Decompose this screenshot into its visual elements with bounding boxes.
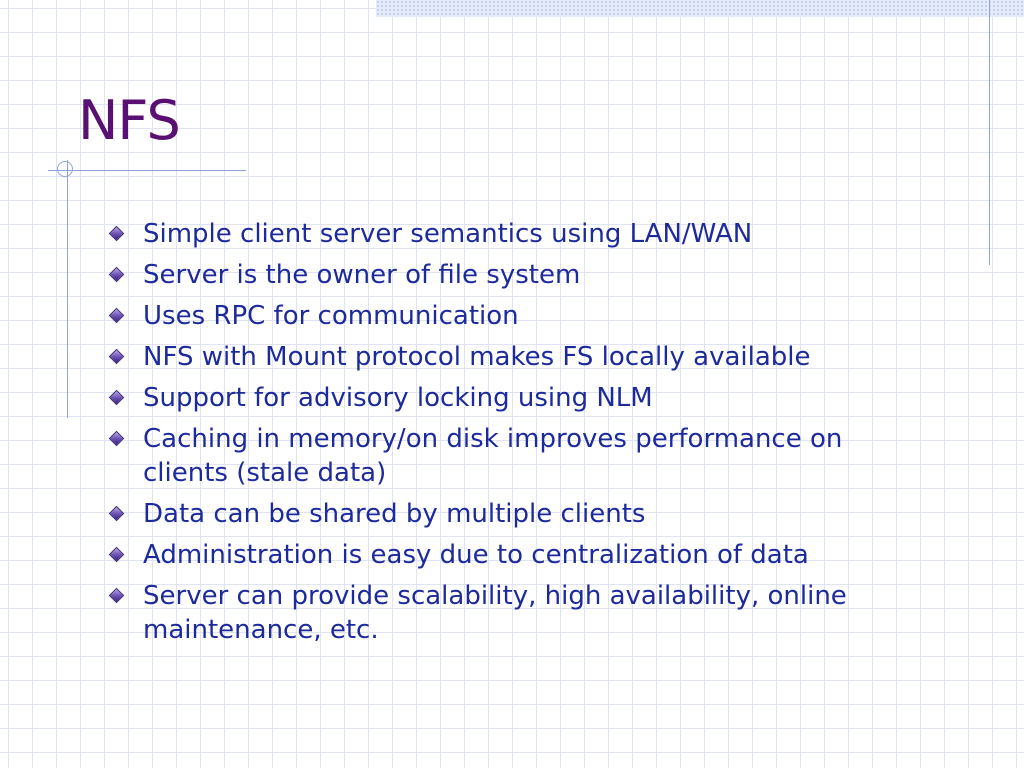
- diamond-bullet-icon: [108, 307, 125, 324]
- bullet-text: Simple client server semantics using LAN…: [143, 219, 753, 249]
- bullet-item: Server is the owner of file system: [108, 258, 898, 292]
- bullet-item: Uses RPC for communication: [108, 299, 898, 333]
- title-underline-rule: [48, 170, 246, 171]
- bullet-text: NFS with Mount protocol makes FS locally…: [143, 342, 811, 372]
- bullet-text: Uses RPC for communication: [143, 301, 519, 331]
- bullet-item: Administration is easy due to centraliza…: [108, 538, 898, 572]
- rule-ring-ornament: [57, 161, 73, 177]
- bullet-item: NFS with Mount protocol makes FS locally…: [108, 340, 898, 374]
- top-decorative-band: [376, 0, 1024, 17]
- bullet-text: Data can be shared by multiple clients: [143, 499, 646, 529]
- bullet-text: Caching in memory/on disk improves perfo…: [143, 424, 843, 488]
- diamond-bullet-icon: [108, 587, 125, 604]
- diamond-bullet-icon: [108, 389, 125, 406]
- diamond-bullet-icon: [108, 430, 125, 447]
- bullet-text: Server can provide scalability, high ava…: [143, 581, 847, 645]
- bullet-item: Data can be shared by multiple clients: [108, 497, 898, 531]
- bullet-text: Support for advisory locking using NLM: [143, 383, 653, 413]
- right-decorative-rule: [989, 0, 990, 265]
- slide-title: NFS: [78, 89, 181, 152]
- bullet-item: Simple client server semantics using LAN…: [108, 217, 898, 251]
- bullet-item: Server can provide scalability, high ava…: [108, 579, 898, 647]
- bullet-list: Simple client server semantics using LAN…: [108, 217, 898, 654]
- bullet-item: Support for advisory locking using NLM: [108, 381, 898, 415]
- diamond-bullet-icon: [108, 266, 125, 283]
- diamond-bullet-icon: [108, 546, 125, 563]
- bullet-text: Server is the owner of file system: [143, 260, 581, 290]
- bullet-text: Administration is easy due to centraliza…: [143, 540, 809, 570]
- diamond-bullet-icon: [108, 348, 125, 365]
- bullet-item: Caching in memory/on disk improves perfo…: [108, 422, 898, 490]
- diamond-bullet-icon: [108, 505, 125, 522]
- left-decorative-rule: [67, 160, 68, 418]
- diamond-bullet-icon: [108, 225, 125, 242]
